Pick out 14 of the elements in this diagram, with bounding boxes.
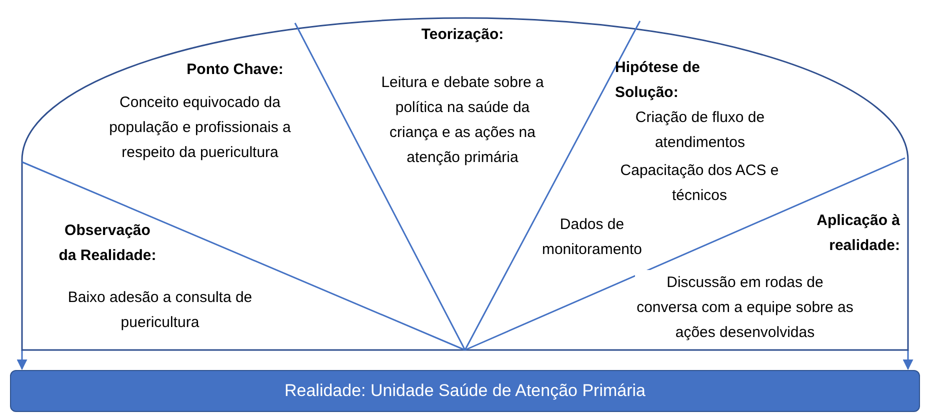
stage-heading: Observação da Realidade: (58, 221, 158, 266)
stage-text: Baixo adesão a consulta de puericultura (66, 288, 254, 333)
stage-text: Criação de fluxo de atendimentos (634, 108, 766, 153)
stage-text: Conceito equivocado da população e profissionais a respeito da puericultura (108, 93, 292, 163)
arrow (902, 350, 914, 370)
stage-text: Dados de monitoramento (540, 215, 644, 260)
stage-text: Capacitação dos ACS e técnicos (619, 161, 780, 206)
stage-heading: Aplicação à realidade: (816, 211, 900, 256)
arrow (16, 350, 28, 370)
stage-heading: Teorização: (420, 25, 505, 45)
stage-heading: Hipótese de Solução: (615, 58, 702, 103)
stage-text: Leitura e debate sobre a política na saúde da criança e as ações na atenção primária (380, 73, 545, 168)
base-bar: Realidade: Unidade Saúde de Atenção Primária (10, 370, 920, 412)
stage-heading: Ponto Chave: (186, 60, 284, 80)
